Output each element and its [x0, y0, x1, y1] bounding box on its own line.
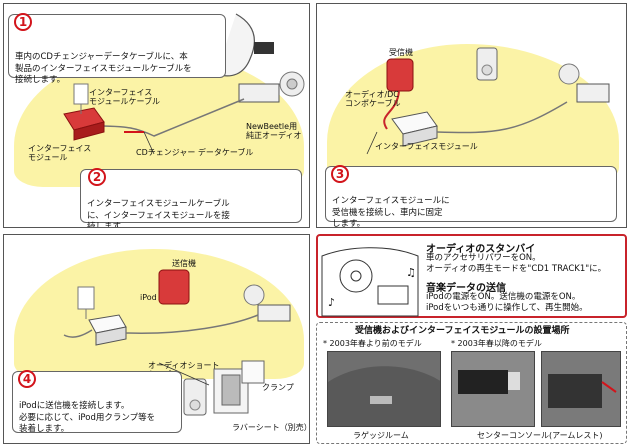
label-transmitter: 送信機 — [172, 259, 196, 268]
label-interface-module: インターフェイスモジュール — [375, 142, 478, 151]
panel-step-3: 受信機 オーディオ/DC コンポケーブル インターフェイスモジュール インターフ… — [316, 3, 627, 228]
heading-music-send: 音楽データの送信 — [426, 283, 506, 294]
panel-step-1-2: 車内のCDチェンジャーデータケーブルに、本 製品のインターフェイスモジュールケー… — [3, 3, 310, 228]
photo-center-console-a — [451, 351, 535, 427]
callout-step-2-text: インターフェイスモジュールケーブル に、インターフェイスモジュールを接 続します… — [87, 199, 230, 228]
callout-step-1: 車内のCDチェンジャーデータケーブルに、本 製品のインターフェイスモジュールケー… — [8, 14, 226, 85]
label-ipod: iPod — [140, 293, 157, 302]
label-module: インターフェイス モジュール — [28, 144, 92, 163]
label-receiver: 受信機 — [389, 48, 413, 57]
step-1-badge: 1 — [14, 13, 32, 31]
photo-center-console-b — [541, 351, 621, 427]
cd-connector — [254, 42, 274, 54]
text-music-send: iPodの電源をON。送信機の電源をON。 iPodをいつも通りに操作して、再生… — [426, 292, 588, 314]
panel-step-4: 送信機 iPod オーディオショート ケーブル クランプ ラバーシート（別売） … — [3, 234, 310, 444]
svg-text:♪: ♪ — [328, 296, 335, 309]
label-rubber-sheet: ラバーシート（別売） — [232, 423, 310, 432]
callout-step-3: インターフェイスモジュールに 受信機を接続し、車内に固定 します。 — [325, 166, 617, 227]
step-3-badge: 3 — [331, 165, 349, 183]
label-cd-cable: CDチェンジャー データケーブル — [136, 148, 254, 157]
subtitle-pre-2003: * 2003年春より前のモデル — [323, 339, 422, 348]
svg-text:♫: ♫ — [406, 266, 416, 279]
step-2-badge: 2 — [88, 168, 106, 186]
label-newbeetle-audio: NewBeetle用 純正オーディオ — [246, 122, 302, 141]
photo-luggage-room — [327, 351, 441, 427]
step-4-badge: 4 — [18, 370, 36, 388]
install-title: 受信機およびインターフェイスモジュールの設置場所 — [355, 326, 570, 336]
dashboard-sketch: ♪ ♫ — [321, 247, 419, 317]
caption-center-console: センターコンソール(アームレスト) — [477, 431, 603, 440]
heading-audio-standby: オーディオのスタンバイ — [426, 244, 536, 255]
callout-step-2: インターフェイスモジュールケーブル に、インターフェイスモジュールを接 続します… — [80, 169, 302, 227]
callout-step-1-text: 車内のCDチェンジャーデータケーブルに、本 製品のインターフェイスモジュールケー… — [15, 52, 192, 86]
callout-step-4-text: iPodに送信機を接続します。 必要に応じて、iPod用クランプ等を 装着します… — [19, 401, 156, 435]
callout-step-4: iPodに送信機を接続します。 必要に応じて、iPod用クランプ等を 装着します… — [12, 371, 182, 435]
callout-step-3-text: インターフェイスモジュールに 受信機を接続し、車内に固定 します。 — [332, 196, 450, 228]
label-clamp: クランプ — [262, 383, 294, 392]
panel3-drawing — [63, 269, 291, 416]
subtitle-post-2003: * 2003年春以降のモデル — [451, 339, 542, 348]
panel-standby: ♪ ♫ オーディオのスタンバイ 車のアクセサリパワーをON。 オーディオの再生モ… — [316, 234, 627, 318]
caption-luggage-room: ラゲッジルーム — [353, 431, 409, 440]
label-module-cable: インターフェイス モジュールケーブル — [89, 88, 160, 107]
panel-install-locations: 受信機およびインターフェイスモジュールの設置場所 * 2003年春より前のモデル… — [316, 322, 627, 444]
label-audio-dc-cable: オーディオ/DC コンポケーブル — [345, 90, 401, 109]
text-audio-standby: 車のアクセサリパワーをON。 オーディオの再生モードを"CD1 TRACK1"に… — [426, 253, 607, 275]
